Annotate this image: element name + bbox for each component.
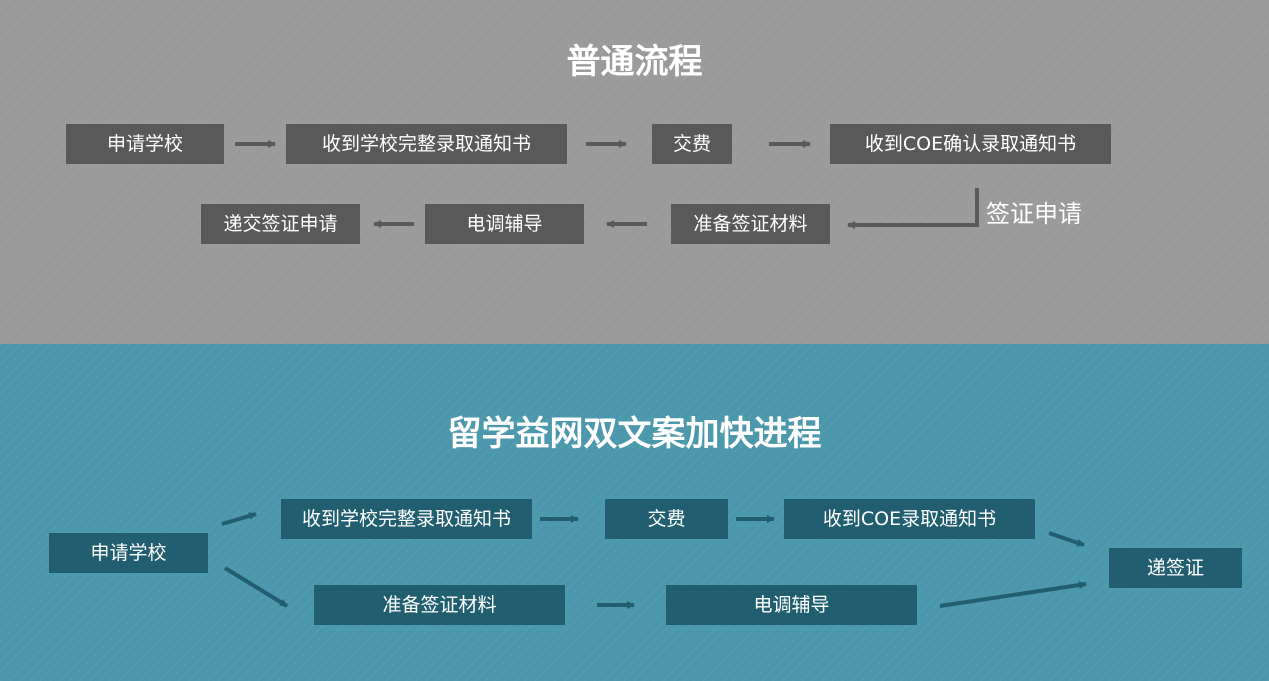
fast-step-coe: 收到COE录取通知书 [784, 499, 1035, 539]
fast-process-section: 留学益网双文案加快进程 申请学校 收到学校完整录取通知书 交费 收到COE录取通… [0, 344, 1269, 681]
normal-step-interview: 电调辅导 [425, 204, 584, 244]
arrow-apply-to-offer [221, 512, 257, 526]
normal-process-section: 普通流程 申请学校 收到学校完整录取通知书 交费 收到COE确认录取通知书 递交… [0, 0, 1269, 344]
normal-step-offer: 收到学校完整录取通知书 [286, 124, 567, 164]
fast-process-title: 留学益网双文案加快进程 [447, 414, 822, 454]
arrow-apply-to-materials [223, 566, 289, 608]
normal-step-submit: 递交签证申请 [201, 204, 360, 244]
normal-process-title: 普通流程 [566, 42, 703, 82]
normal-step-materials: 准备签证材料 [671, 204, 830, 244]
normal-step-pay: 交费 [652, 124, 732, 164]
fast-step-pay: 交费 [605, 499, 728, 539]
arrow-coe-to-visa [1048, 531, 1085, 547]
fast-step-interview: 电调辅导 [666, 585, 917, 625]
normal-process-arrows [235, 140, 979, 229]
fast-process-arrows [221, 512, 1087, 609]
normal-step-apply: 申请学校 [66, 124, 224, 164]
arrow-interview-to-visa [939, 581, 1087, 608]
arrow-coe-to-materials [847, 188, 979, 229]
fast-step-materials: 准备签证材料 [314, 585, 565, 625]
visa-application-label: 签证申请 [986, 200, 1082, 228]
fast-step-visa: 递签证 [1109, 548, 1242, 588]
fast-step-offer: 收到学校完整录取通知书 [281, 499, 532, 539]
fast-step-apply: 申请学校 [49, 533, 208, 573]
normal-step-coe: 收到COE确认录取通知书 [830, 124, 1111, 164]
